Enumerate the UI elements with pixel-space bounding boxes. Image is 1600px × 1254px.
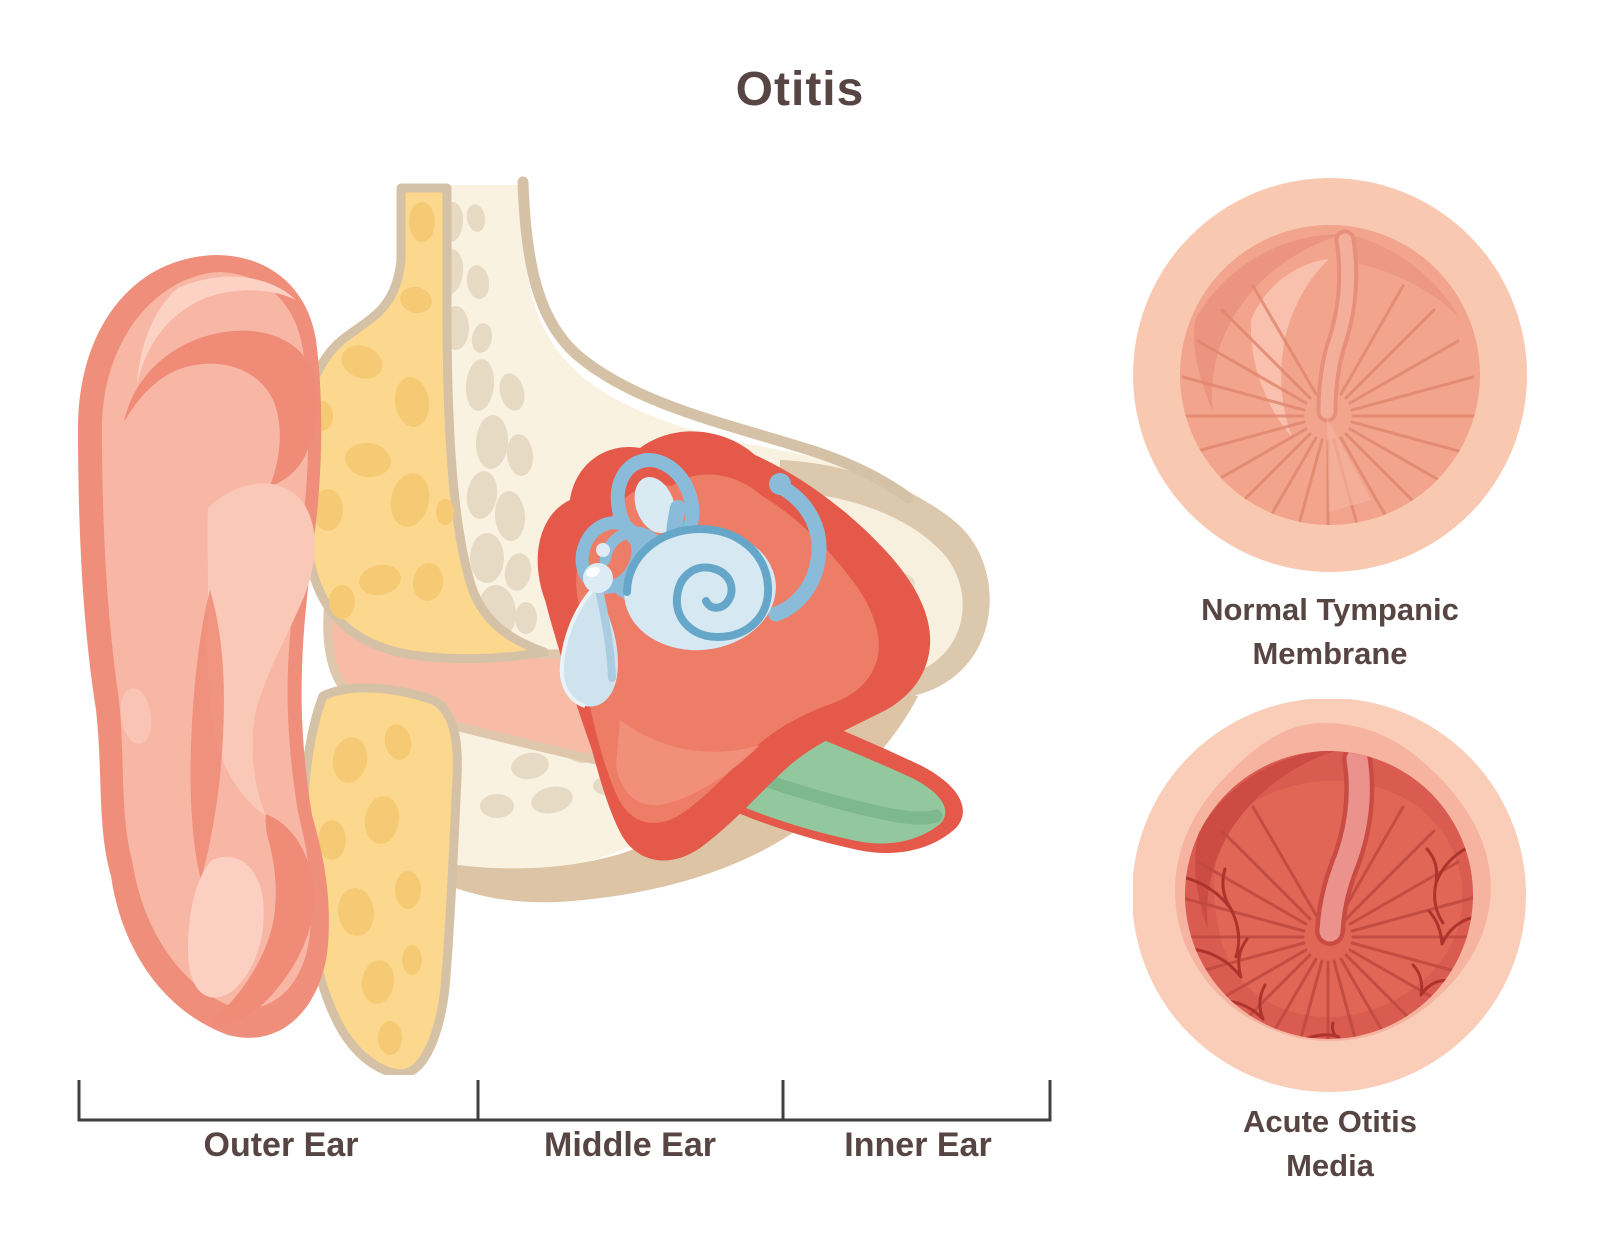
outer-ear-pinna	[78, 255, 329, 1038]
page-title: Otitis	[735, 63, 865, 116]
cartilage	[295, 183, 549, 1075]
region-bracket	[77, 1080, 1052, 1122]
inset-label-normal: Normal Tympanic Membrane	[1201, 592, 1459, 671]
bone-border	[517, 176, 914, 504]
cochlea	[623, 524, 776, 651]
inset-label-acute: Acute Otitis Media	[1243, 1104, 1417, 1183]
acute-otitis-media-illustration	[1133, 699, 1526, 1092]
blood-vessels	[1185, 845, 1473, 1039]
normal-tympanic-membrane-illustration	[1133, 178, 1527, 572]
region-label-outer-ear: Outer Ear	[203, 1126, 359, 1164]
region-label-middle-ear: Middle Ear	[544, 1126, 716, 1164]
light-reflex	[1327, 418, 1371, 512]
ossicles	[583, 543, 616, 682]
membrane-striations	[1185, 805, 1473, 1039]
cartilage-spots	[311, 202, 454, 1055]
membrane-striations	[1180, 284, 1480, 525]
ear-anatomy-illustration	[78, 176, 990, 1075]
region-label-inner-ear: Inner Ear	[844, 1126, 992, 1164]
